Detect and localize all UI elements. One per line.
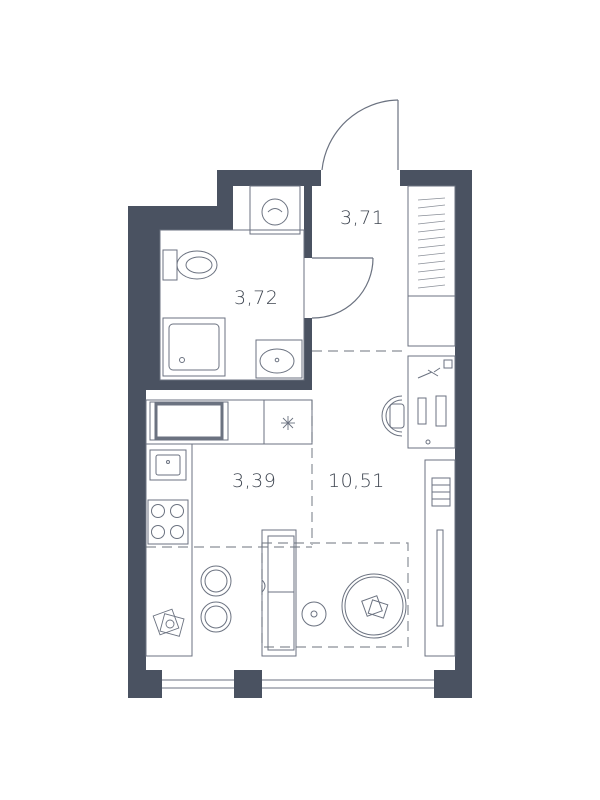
wall-top-left	[128, 206, 233, 222]
toilet-icon	[162, 249, 218, 281]
area-bathroom: 3,72	[234, 287, 278, 309]
side-table	[301, 601, 327, 627]
bath-wall-bottom	[146, 380, 312, 390]
dining-chairs	[200, 565, 232, 633]
bath-wall-left	[146, 222, 160, 390]
bath-wall-right-top	[304, 186, 312, 258]
tv-icon	[436, 529, 444, 627]
desk	[407, 355, 456, 449]
wardrobe-hangers	[417, 197, 446, 289]
plant-decor	[152, 608, 185, 637]
kitchen-counter	[145, 399, 313, 657]
window-kitchen	[162, 670, 234, 698]
wall-left	[128, 206, 146, 698]
laptop-icon	[435, 395, 447, 427]
wall-right	[455, 170, 472, 698]
bathroom-walls	[146, 186, 312, 390]
zone-lines	[146, 350, 409, 648]
keyboard-icon	[417, 397, 427, 425]
entrance-door	[321, 99, 399, 171]
tv-cabinet	[424, 459, 456, 657]
rug-round	[341, 573, 407, 639]
bathroom-door	[311, 257, 374, 319]
window-living	[262, 670, 434, 698]
bath-wall-top	[146, 222, 233, 230]
wall-top-middle	[217, 170, 321, 186]
microwave-icon	[149, 401, 229, 441]
bath-wall-right-bottom	[304, 318, 312, 390]
area-hallway: 3,71	[340, 207, 384, 229]
exterior-walls	[128, 170, 472, 698]
area-kitchen: 3,39	[232, 470, 276, 492]
bathroom-sink	[255, 339, 303, 379]
sofa	[261, 529, 297, 657]
desk-chair	[381, 395, 405, 437]
washing-machine	[249, 185, 301, 235]
windows	[162, 670, 434, 698]
snowflake-icon	[281, 416, 295, 430]
wall-top-right	[400, 170, 472, 186]
cooktop-icon	[147, 499, 189, 545]
wardrobe	[407, 185, 456, 347]
area-living: 10,51	[328, 470, 385, 492]
shower-tray	[162, 317, 226, 377]
kitchen-sink	[149, 449, 187, 481]
